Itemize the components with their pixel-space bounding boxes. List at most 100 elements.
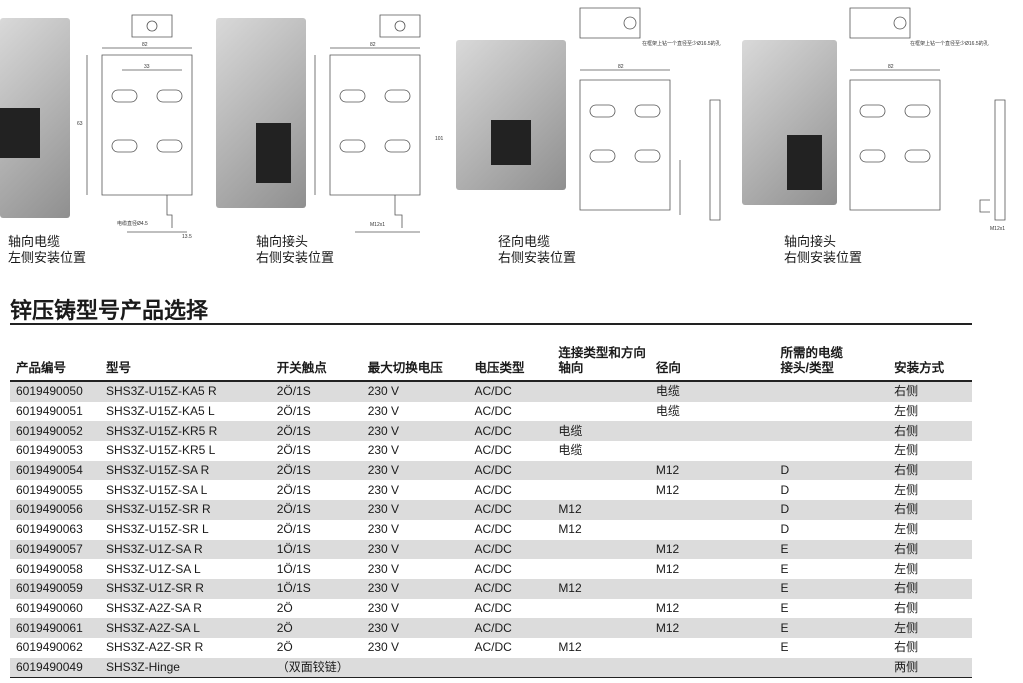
cell-mounting: 左侧 — [894, 443, 919, 458]
dim-13-5: 13.5 — [182, 234, 192, 240]
cell-contacts: 1Ö/1S — [270, 539, 362, 560]
cell-voltage: 230 V — [361, 421, 469, 442]
cell-contacts: 1Ö/1S — [270, 578, 362, 599]
cell-contacts: 2Ö/1S — [270, 460, 362, 481]
cell-contacts: 2Ö — [270, 618, 362, 638]
cell-model: SHS3Z-A2Z-SR R — [105, 640, 204, 655]
header-voltage-type: 电压类型 — [468, 332, 553, 382]
cell-cable: E — [774, 539, 889, 560]
cell-voltage: 230 V — [361, 578, 469, 599]
cell-radial — [649, 421, 775, 442]
cell-cable: D — [774, 500, 889, 520]
dim-101: 101 — [435, 136, 444, 142]
cell-radial — [649, 578, 775, 599]
cell-model: SHS3Z-U15Z-SR L — [105, 522, 209, 537]
cell-voltage-type: AC/DC — [474, 404, 512, 419]
product-selection-table: 产品编号 型号 开关触点 最大切换电压 电压类型 连接类型和方向 轴向 径向 所… — [10, 332, 972, 679]
figure-2-label: M12x1 — [370, 222, 385, 228]
cell-axial — [552, 539, 650, 560]
figure-3-caption: 径向电缆 右侧安装位置 — [498, 234, 577, 265]
dim-82: 82 — [618, 64, 624, 70]
cell-product-no: 6019490058 — [16, 561, 83, 576]
cell-contacts: 2Ö/1S — [270, 421, 362, 442]
cell-mounting: 左侧 — [894, 522, 919, 537]
product-photo-4 — [742, 40, 837, 205]
cell-model: SHS3Z-U1Z-SA L — [105, 561, 201, 576]
cell-axial: M12 — [558, 522, 582, 537]
cell-contacts: 2Ö/1S — [276, 522, 311, 537]
header-mounting: 安装方式 — [888, 332, 972, 382]
cell-model: SHS3Z-Hinge — [99, 657, 271, 679]
cell-mounting: 右侧 — [888, 421, 972, 442]
cell-voltage-type — [468, 657, 553, 679]
cell-voltage-type: AC/DC — [468, 381, 553, 402]
figure-1-label: 电缆直径Ø4.5 — [117, 220, 148, 227]
header-connection-title: 连接类型和方向 — [558, 346, 646, 360]
header-contacts: 开关触点 — [270, 332, 362, 382]
product-figure-4: 82 M12x1 在框架上钻一个直径至少Ø16.5的孔 轴向接头 右侧安装位置 — [738, 0, 1018, 265]
cell-product-no: 6019490049 — [10, 657, 100, 679]
cell-axial — [552, 460, 650, 481]
cell-mounting: 右侧 — [888, 500, 972, 520]
cell-model: SHS3Z-U15Z-KR5 L — [105, 443, 216, 458]
cell-product-no: 6019490056 — [10, 500, 100, 520]
cell-axial: 电缆 — [552, 421, 650, 442]
cell-product-no: 6019490052 — [10, 421, 100, 442]
cell-cable — [774, 381, 889, 402]
cell-model: SHS3Z-U15Z-KA5 L — [105, 404, 215, 419]
cell-voltage: 230 V — [367, 443, 400, 458]
cell-axial — [552, 559, 650, 579]
dimension-drawing-4: 82 M12x1 在框架上钻一个直径至少Ø16.5的孔 — [840, 0, 1018, 232]
product-photo-2 — [216, 18, 306, 208]
cell-contacts: 2Ö/1S — [276, 443, 311, 458]
cell-voltage: 230 V — [367, 404, 400, 419]
cell-model: SHS3Z-U15Z-SA L — [105, 482, 208, 497]
cell-mounting: 左侧 — [894, 404, 919, 419]
cell-mounting: 左侧 — [894, 482, 919, 497]
cell-axial: M12 — [552, 500, 650, 520]
figure-3-label: 在框架上钻一个直径至少Ø16.5的孔 — [642, 40, 721, 47]
cell-mounting: 右侧 — [888, 381, 972, 402]
cell-product-no: 6019490050 — [10, 381, 100, 402]
cell-mounting: 右侧 — [888, 578, 972, 599]
cell-model: SHS3Z-U1Z-SA R — [99, 539, 271, 560]
figure-4-label: 在框架上钻一个直径至少Ø16.5的孔 — [910, 40, 989, 47]
cell-radial: M12 — [649, 539, 775, 560]
cell-model: SHS3Z-U15Z-SR R — [99, 500, 271, 520]
cell-mounting: 两侧 — [888, 657, 972, 679]
cell-contacts: 2Ö — [276, 600, 293, 615]
figure-1-caption: 轴向电缆 左侧安装位置 — [8, 234, 87, 265]
cell-voltage: 230 V — [367, 482, 400, 497]
cell-voltage: 230 V — [361, 460, 469, 481]
cell-voltage-type: AC/DC — [474, 522, 512, 537]
header-max-voltage: 最大切换电压 — [361, 332, 469, 382]
cell-radial: M12 — [655, 482, 680, 497]
cell-mounting: 右侧 — [888, 460, 972, 481]
header-cable: 所需的电缆 接头/类型 — [774, 332, 889, 382]
cell-voltage — [361, 657, 469, 679]
cell-contacts: （双面铰链） — [270, 657, 362, 679]
cell-model: SHS3Z-U15Z-KR5 R — [99, 421, 271, 442]
cell-product-no: 6019490060 — [16, 600, 83, 615]
cell-model: SHS3Z-A2Z-SA L — [99, 618, 271, 638]
cell-cable: D — [780, 482, 790, 497]
cell-radial: M12 — [655, 600, 680, 615]
cell-voltage: 230 V — [361, 539, 469, 560]
product-photo-3 — [456, 40, 566, 190]
cell-cable: D — [774, 460, 889, 481]
cell-mounting: 右侧 — [888, 539, 972, 560]
cell-axial: M12 — [552, 578, 650, 599]
cell-voltage: 230 V — [361, 618, 469, 638]
cell-axial: 电缆 — [558, 443, 583, 458]
cell-radial: 电缆 — [649, 381, 775, 402]
product-photo-1 — [0, 18, 70, 218]
header-radial: 径向 — [649, 332, 775, 382]
cell-model: SHS3Z-U15Z-SA R — [99, 460, 271, 481]
